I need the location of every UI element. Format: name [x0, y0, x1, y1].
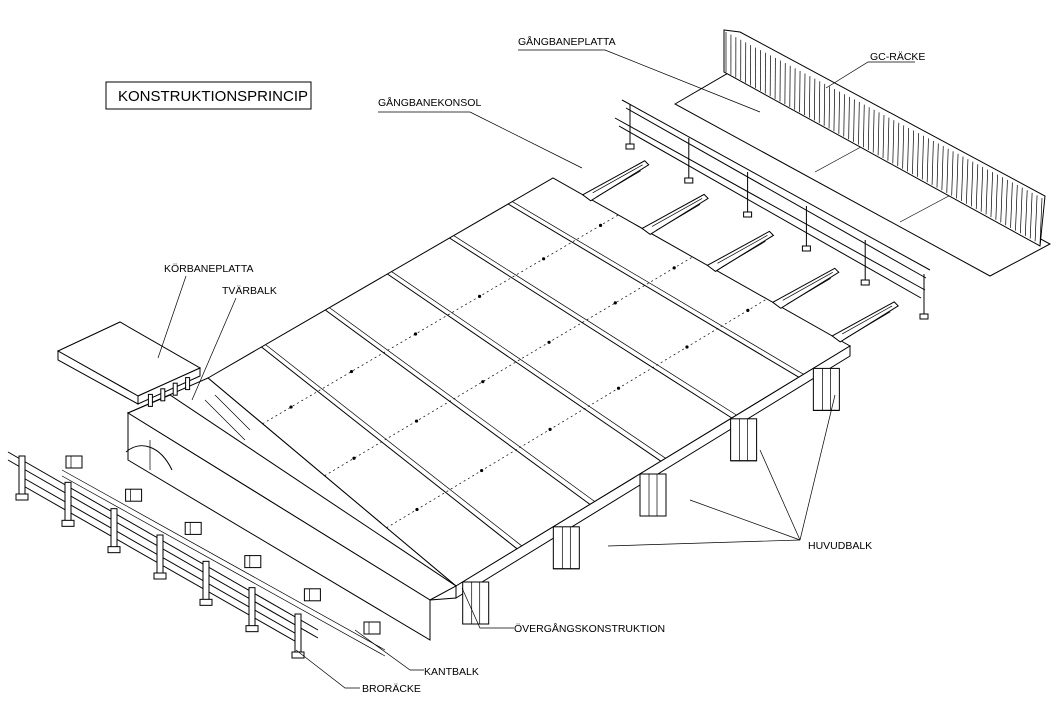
rail-post: [203, 561, 209, 601]
handrail-post-base: [920, 314, 928, 319]
deck-bolt: [352, 457, 355, 460]
rail-post-base: [16, 494, 28, 500]
girder-column: [553, 527, 579, 569]
rail-post: [157, 535, 163, 575]
rail-post: [295, 614, 301, 654]
deck-bolt: [548, 428, 551, 431]
label-gangbaneplatta: GÅNGBANEPLATTA: [518, 35, 616, 48]
deck-bolt: [673, 266, 676, 269]
girder-column: [640, 474, 666, 516]
label-tvarbalk: TVÄRBALK: [222, 285, 277, 297]
deck-bolt: [350, 370, 353, 373]
title-text: KONSTRUKTIONSPRINCIP: [118, 88, 308, 105]
label-huvudbalk: HUVUDBALK: [808, 540, 872, 552]
rail-post: [19, 456, 25, 496]
deck-bolt: [415, 419, 418, 422]
deck-bolt: [547, 341, 550, 344]
handrail-post-base: [744, 212, 752, 217]
leader-korbaneplatta: [158, 276, 186, 358]
bracket-rib: [783, 272, 833, 300]
bracket-rib: [842, 306, 892, 334]
leader-huvudbalk-1: [800, 395, 835, 540]
deck: [128, 178, 850, 600]
rail-post: [111, 509, 117, 549]
rail-clamp: [364, 622, 380, 634]
leader-kantbalk: [355, 630, 424, 670]
leader-gc-racke: [826, 62, 915, 88]
rail-post-base: [246, 626, 258, 632]
label-overgangskonstruktion: ÖVERGÅNGSKONSTRUKTION: [514, 622, 665, 635]
bracket-rib: [593, 165, 643, 193]
deck-bolt: [415, 508, 418, 511]
deck-bolt: [480, 469, 483, 472]
deck-bolt: [481, 380, 484, 383]
deck-bolt: [599, 224, 602, 227]
rail-clamp: [185, 522, 201, 534]
handrail-post-base: [626, 144, 634, 149]
rail-post: [65, 482, 71, 522]
rail-post: [249, 588, 255, 628]
leader-huvudbalk-2: [760, 450, 800, 540]
girder-column: [813, 368, 839, 410]
deck-bolt: [289, 405, 292, 408]
label-broracke: BRORÄCKE: [362, 683, 421, 695]
handrail-post-base: [861, 280, 869, 285]
rail-post-base: [154, 573, 166, 579]
rail-clamp: [66, 456, 82, 468]
deck-bolt: [617, 387, 620, 390]
deck-bolt: [746, 309, 749, 312]
label-gc-racke: GC-RÄCKE: [870, 51, 925, 63]
deck-bolt: [414, 332, 417, 335]
deck-bolt: [614, 301, 617, 304]
leader-gangbanekonsol: [378, 112, 582, 168]
gc-railing-bar: [805, 74, 806, 116]
deck-bolt: [542, 257, 545, 260]
slab-rib: [148, 394, 152, 406]
leader-broracke: [296, 650, 360, 688]
bracket-rib: [717, 235, 767, 263]
title-block: KONSTRUKTIONSPRINCIP: [106, 82, 311, 109]
handrail-post-base: [802, 246, 810, 251]
rail-clamp: [245, 556, 261, 568]
label-korbaneplatta: KÖRBANEPLATTA: [164, 263, 253, 275]
girder-column: [731, 419, 757, 461]
label-gangbanekonsol: GÅNGBANEKONSOL: [378, 96, 481, 109]
slab-rib: [186, 378, 190, 390]
rail-post-base: [62, 520, 74, 526]
rail-clamp: [126, 489, 142, 501]
bracket-rib: [652, 198, 702, 226]
label-kantbalk: KANTBALK: [424, 666, 479, 678]
rail-post-base: [108, 547, 120, 553]
slab-rib: [173, 383, 177, 395]
deck-bolt: [685, 345, 688, 348]
rail-clamp: [304, 589, 320, 601]
leader-huvudbalk-3: [690, 500, 800, 540]
rail-post-base: [200, 599, 212, 605]
leader-huvudbalk-4: [608, 540, 800, 546]
slab-rib: [161, 389, 165, 401]
deck-bolt: [478, 295, 481, 298]
handrail-post-base: [685, 178, 693, 183]
